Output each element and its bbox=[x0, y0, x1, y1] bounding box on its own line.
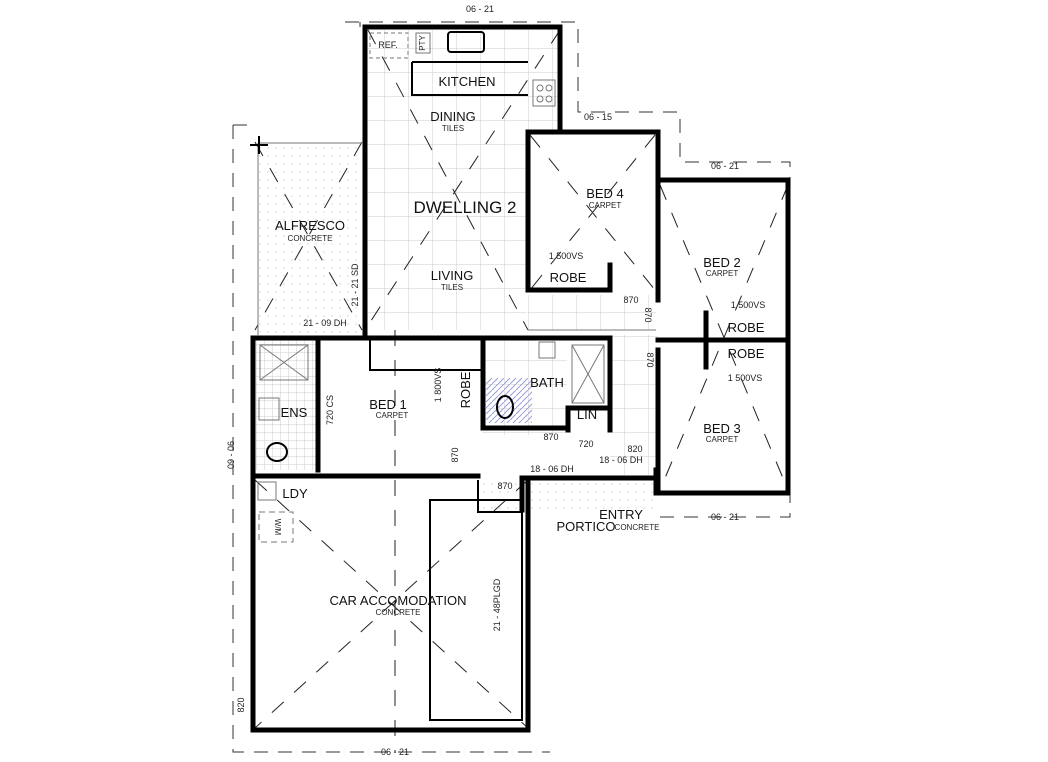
dim-bed4-top: 06 - 15 bbox=[584, 112, 612, 122]
bed2-label: BED 2 bbox=[703, 255, 741, 270]
dim-bed1-robe: 1 800VS bbox=[433, 368, 443, 403]
garage-floor: CONCRETE bbox=[376, 608, 421, 617]
bed2-robe-label: ROBE bbox=[728, 320, 765, 335]
bed1-floor: CARPET bbox=[376, 411, 409, 420]
garage-label: CAR ACCOMODATION bbox=[330, 593, 467, 608]
sink-icon bbox=[447, 31, 485, 53]
alfresco-floor: CONCRETE bbox=[288, 234, 333, 243]
dim-garage-bottom: 06 - 21 bbox=[381, 747, 409, 757]
bed4-robe-label: ROBE bbox=[550, 270, 587, 285]
dim-entry-dh-2: 18 - 06 DH bbox=[530, 464, 574, 474]
living-floor: TILES bbox=[441, 283, 463, 292]
kitchen-label: KITCHEN bbox=[438, 74, 495, 89]
dim-bed1-door: 870 bbox=[450, 447, 460, 462]
entry-label: ENTRY bbox=[599, 507, 643, 522]
roof-outline bbox=[232, 21, 791, 753]
dim-living-sd: 21 - 21 SD bbox=[350, 263, 360, 307]
alfresco-label: ALFRESCO bbox=[275, 218, 345, 233]
basin-icon bbox=[538, 341, 556, 359]
dim-garage-door: 21 - 48PLGD bbox=[492, 578, 502, 631]
dim-garage-door-870: 870 bbox=[497, 481, 512, 491]
ldy-label: LDY bbox=[282, 486, 308, 501]
lin-label: LIN bbox=[577, 407, 597, 422]
dim-bed2-robe: 1 500VS bbox=[731, 300, 766, 310]
dim-alfresco-dh: 21 - 09 DH bbox=[303, 318, 347, 328]
bed3-label: BED 3 bbox=[703, 421, 741, 436]
ref-label: REF. bbox=[378, 40, 398, 50]
dim-bed4-door: 870 bbox=[623, 295, 638, 305]
fridge-icon bbox=[369, 32, 409, 59]
dwelling-title: DWELLING 2 bbox=[414, 198, 517, 217]
living-tiles bbox=[367, 30, 527, 330]
ens-shower-icon bbox=[259, 344, 309, 381]
walls bbox=[250, 24, 791, 733]
dim-bed4-robe: 1 500VS bbox=[549, 251, 584, 261]
pty-label: PTY bbox=[418, 35, 427, 51]
bed2-floor: CARPET bbox=[706, 269, 739, 278]
dim-bed3-door: 870 bbox=[645, 352, 655, 367]
dim-left-side: 09 - 06 bbox=[226, 441, 236, 469]
corner-marker-icon bbox=[250, 136, 268, 154]
ens-toilet-icon bbox=[266, 442, 288, 462]
bath-shower-icon bbox=[571, 344, 605, 404]
bed1-label: BED 1 bbox=[369, 397, 407, 412]
portico-floor: CONCRETE bbox=[615, 523, 660, 532]
dim-entry-door: 820 bbox=[627, 444, 642, 454]
dining-label: DINING bbox=[430, 109, 476, 124]
cooktop-icon bbox=[532, 79, 556, 107]
dim-top: 06 - 21 bbox=[466, 4, 494, 14]
living-label: LIVING bbox=[431, 268, 474, 283]
laundry-tub-icon bbox=[257, 481, 277, 501]
benches bbox=[369, 61, 528, 721]
dim-bed2-door: 870 bbox=[643, 307, 653, 322]
washing-machine-icon bbox=[258, 511, 294, 543]
dim-bed3-robe: 1 500VS bbox=[728, 373, 763, 383]
dim-ens-door: 720 CS bbox=[325, 395, 335, 425]
bed3-floor: CARPET bbox=[706, 435, 739, 444]
dim-bath-door: 870 bbox=[543, 432, 558, 442]
pantry-icon bbox=[415, 32, 431, 54]
portico-label: PORTICO bbox=[557, 519, 616, 534]
dim-lin-door: 720 bbox=[578, 439, 593, 449]
bed3-robe-label: ROBE bbox=[728, 346, 765, 361]
ens-basin-icon bbox=[258, 397, 280, 421]
dim-left-bottom: 820 bbox=[236, 697, 246, 712]
bed4-floor: CARPET bbox=[589, 201, 622, 210]
bath-label: BATH bbox=[530, 375, 564, 390]
dining-floor: TILES bbox=[442, 124, 464, 133]
dim-entry-dh-1: 18 - 06 DH bbox=[599, 455, 643, 465]
wm-label: W/M bbox=[273, 519, 282, 536]
ens-label: ENS bbox=[281, 405, 308, 420]
dim-bed2-top: 06 - 21 bbox=[711, 161, 739, 171]
bed1-robe-label: ROBE bbox=[458, 371, 473, 408]
toilet-icon bbox=[496, 395, 514, 419]
dim-bed3-bottom: 06 - 21 bbox=[711, 512, 739, 522]
bed4-label: BED 4 bbox=[586, 186, 624, 201]
